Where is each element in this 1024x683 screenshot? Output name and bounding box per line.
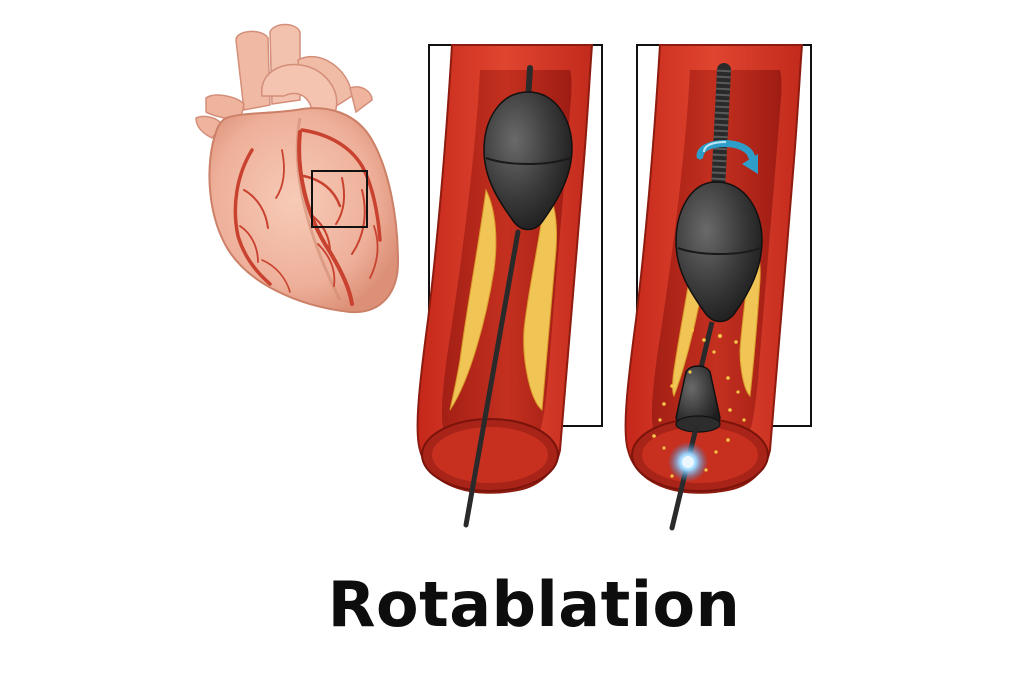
guidewire xyxy=(463,229,521,528)
zoom-box-icon xyxy=(311,170,368,228)
rotation-arrow-icon xyxy=(696,140,758,174)
artery-panel-before xyxy=(416,44,603,528)
heart-anatomy-icon xyxy=(195,23,400,314)
plaque-left xyxy=(449,188,497,411)
page-title: Rotablation xyxy=(327,568,741,641)
plaque-right xyxy=(523,188,557,412)
burr-balloon xyxy=(483,91,573,231)
plaque-particles xyxy=(652,328,746,478)
artery-panel-rotablation xyxy=(624,44,812,531)
